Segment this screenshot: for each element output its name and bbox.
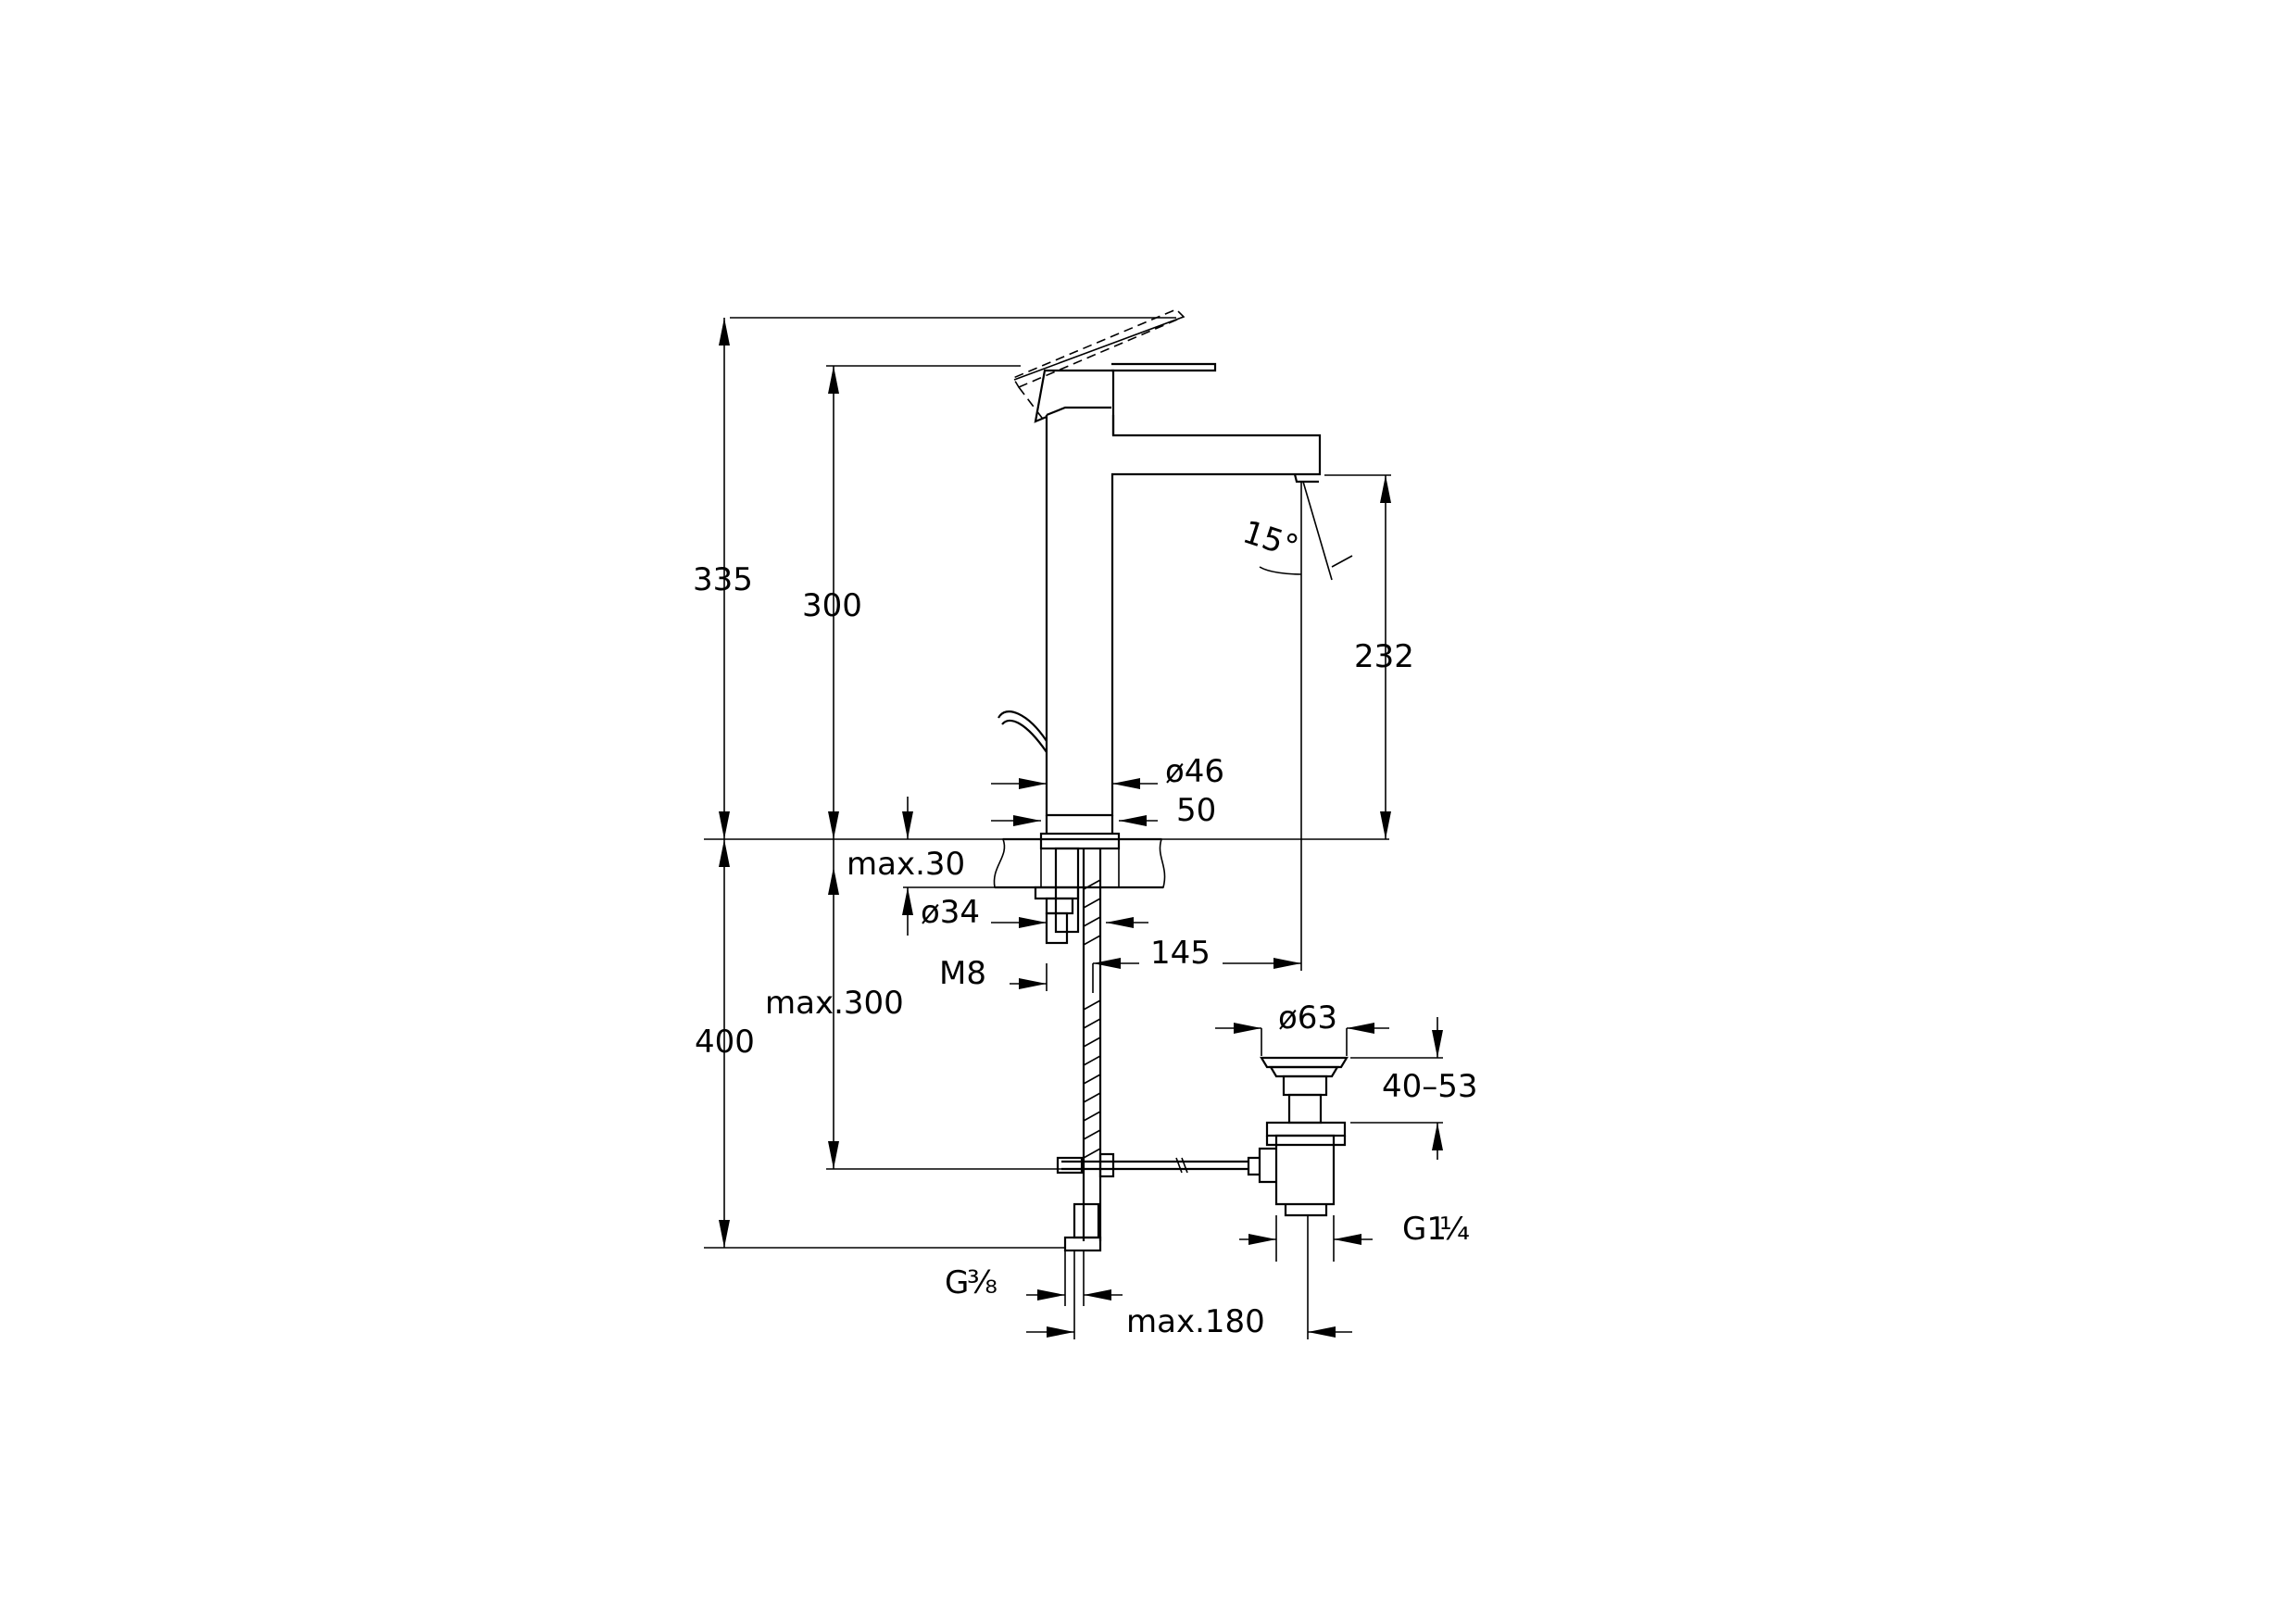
label-total-height: 335 <box>693 561 753 598</box>
dimension-lines <box>704 317 1443 1339</box>
label-waste-diameter: ø63 <box>1278 999 1337 1037</box>
label-spout-reach: 145 <box>1150 935 1211 972</box>
label-max-deck: max.30 <box>847 846 965 883</box>
label-waste-thread-fraction: ¼ <box>1439 1211 1470 1248</box>
label-base-width: 50 <box>1176 792 1216 829</box>
under-deck-fittings <box>1034 847 1248 1252</box>
label-lever-height: 300 <box>802 587 862 624</box>
label-waste-range: 40–53 <box>1382 1068 1478 1105</box>
deck-section <box>993 837 1166 889</box>
label-stud-thread: M8 <box>939 955 986 992</box>
label-max-below: max.300 <box>765 985 904 1022</box>
label-spout-angle: 15° <box>1238 513 1303 566</box>
waste-assembly <box>1247 1056 1349 1217</box>
label-hose-thread-fraction: ⅜ <box>967 1264 997 1301</box>
label-spout-height: 232 <box>1354 638 1414 675</box>
label-thread-diameter: ø34 <box>921 894 980 931</box>
dimension-labels: 335 300 232 15° ø46 50 max.30 ø34 145 M8… <box>693 513 1478 1340</box>
label-below-deck: 400 <box>695 1024 755 1061</box>
faucet-body <box>997 308 1322 850</box>
label-max-rod: max.180 <box>1126 1303 1265 1340</box>
label-body-diameter: ø46 <box>1165 753 1224 790</box>
label-waste-thread: G1 <box>1402 1211 1447 1248</box>
label-hose-thread: G <box>945 1264 969 1301</box>
